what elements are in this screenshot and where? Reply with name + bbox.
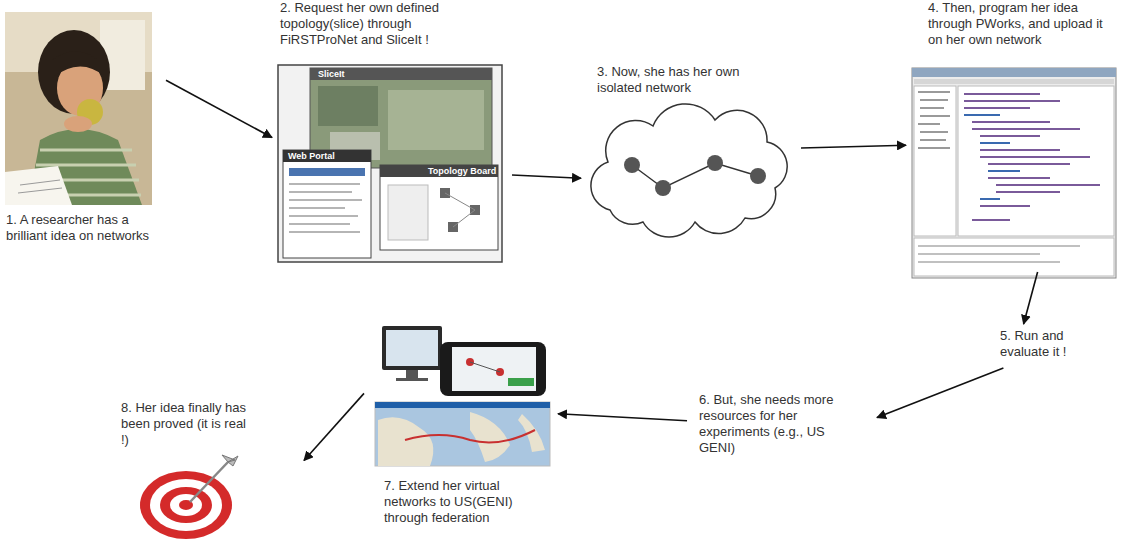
step-box: 3. Now, she has her own isolated network [585, 64, 793, 232]
flow-arrow [877, 368, 1003, 418]
flow-arrow [1024, 272, 1038, 324]
portal-screenshots [278, 65, 502, 262]
step-box: 4. Then, program her idea through PWorks… [910, 0, 1130, 264]
step-text: 8. Her idea finally has been proved (it … [121, 400, 251, 448]
network-cloud [591, 104, 787, 237]
step-box: 1. A researcher has a brilliant idea on … [4, 10, 158, 244]
federation-devices [375, 326, 550, 466]
flow-arrow [166, 80, 272, 137]
illustration-area [585, 100, 793, 232]
step-box: 5. Run and evaluate it ! [996, 328, 1088, 360]
step-text: 4. Then, program her idea through PWorks… [928, 0, 1108, 48]
step-box: 7. Extend her virtual networks to US(GEN… [372, 322, 554, 526]
flow-arrow [801, 145, 906, 148]
illustration-area [4, 10, 158, 206]
step-box: 6. But, she needs more resources for her… [695, 392, 873, 456]
step-text: 7. Extend her virtual networks to US(GEN… [384, 478, 544, 526]
window-title: SliceIt [318, 69, 345, 80]
step-box: 2. Request her own defined topology(slic… [276, 0, 504, 250]
step-text: 3. Now, she has her own isolated network [597, 64, 757, 96]
step-box: 8. Her idea finally has been proved (it … [115, 400, 300, 544]
window-title: Web Portal [288, 151, 335, 162]
code-editor [912, 68, 1116, 278]
illustration-area [115, 452, 300, 544]
flow-arrow [558, 414, 687, 421]
researcher-photo [5, 12, 152, 205]
illustration-area [910, 52, 1130, 264]
target-icon [140, 455, 238, 539]
window-title: Topology Board [428, 166, 496, 177]
step-text: 1. A researcher has a brilliant idea on … [6, 212, 151, 244]
step-text: 2. Request her own defined topology(slic… [280, 0, 470, 48]
step-text: 5. Run and evaluate it ! [1000, 328, 1086, 360]
flow-arrow [512, 175, 581, 178]
illustration-area [372, 322, 554, 472]
flow-arrow [304, 393, 364, 460]
step-text: 6. But, she needs more resources for her… [699, 392, 851, 456]
